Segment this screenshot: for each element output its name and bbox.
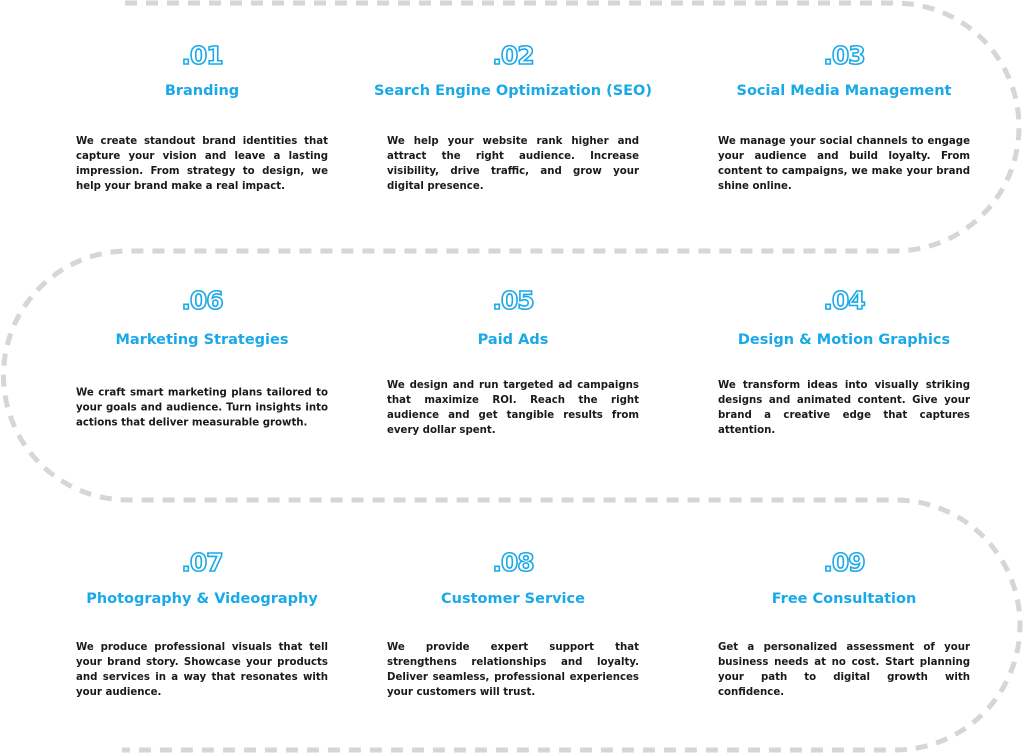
service-number: .01	[181, 40, 225, 71]
service-number: .04	[823, 285, 867, 316]
service-title: Photography & Videography	[86, 591, 318, 607]
service-description: We provide expert support that strengthe…	[387, 642, 639, 698]
service-title: Paid Ads	[477, 332, 549, 348]
service-description: Get a personalized assessment of your bu…	[718, 642, 970, 698]
service-description: We manage your social channels to engage…	[718, 136, 970, 192]
service-description: We help your website rank higher and att…	[387, 136, 639, 192]
service-description: We transform ideas into visually strikin…	[718, 380, 970, 436]
service-number: .09	[823, 547, 867, 578]
service-title: Free Consultation	[771, 591, 917, 607]
service-title: Marketing Strategies	[115, 332, 289, 348]
service-number: .08	[492, 547, 536, 578]
service-title: Customer Service	[441, 591, 585, 607]
service-description: We design and run targeted ad campaigns …	[387, 380, 639, 436]
service-title: Search Engine Optimization (SEO)	[373, 83, 653, 99]
service-number: .02	[492, 40, 536, 71]
service-title: Design & Motion Graphics	[737, 332, 951, 348]
service-number: .07	[181, 547, 225, 578]
service-title: Branding	[164, 83, 240, 99]
service-number: .06	[181, 285, 225, 316]
service-description: We craft smart marketing plans tailored …	[76, 387, 328, 429]
service-description: We produce professional visuals that tel…	[76, 642, 328, 698]
service-description: We create standout brand identities that…	[76, 136, 328, 192]
service-number: .05	[492, 285, 536, 316]
service-title: Social Media Management	[736, 83, 952, 99]
service-number: .03	[823, 40, 867, 71]
